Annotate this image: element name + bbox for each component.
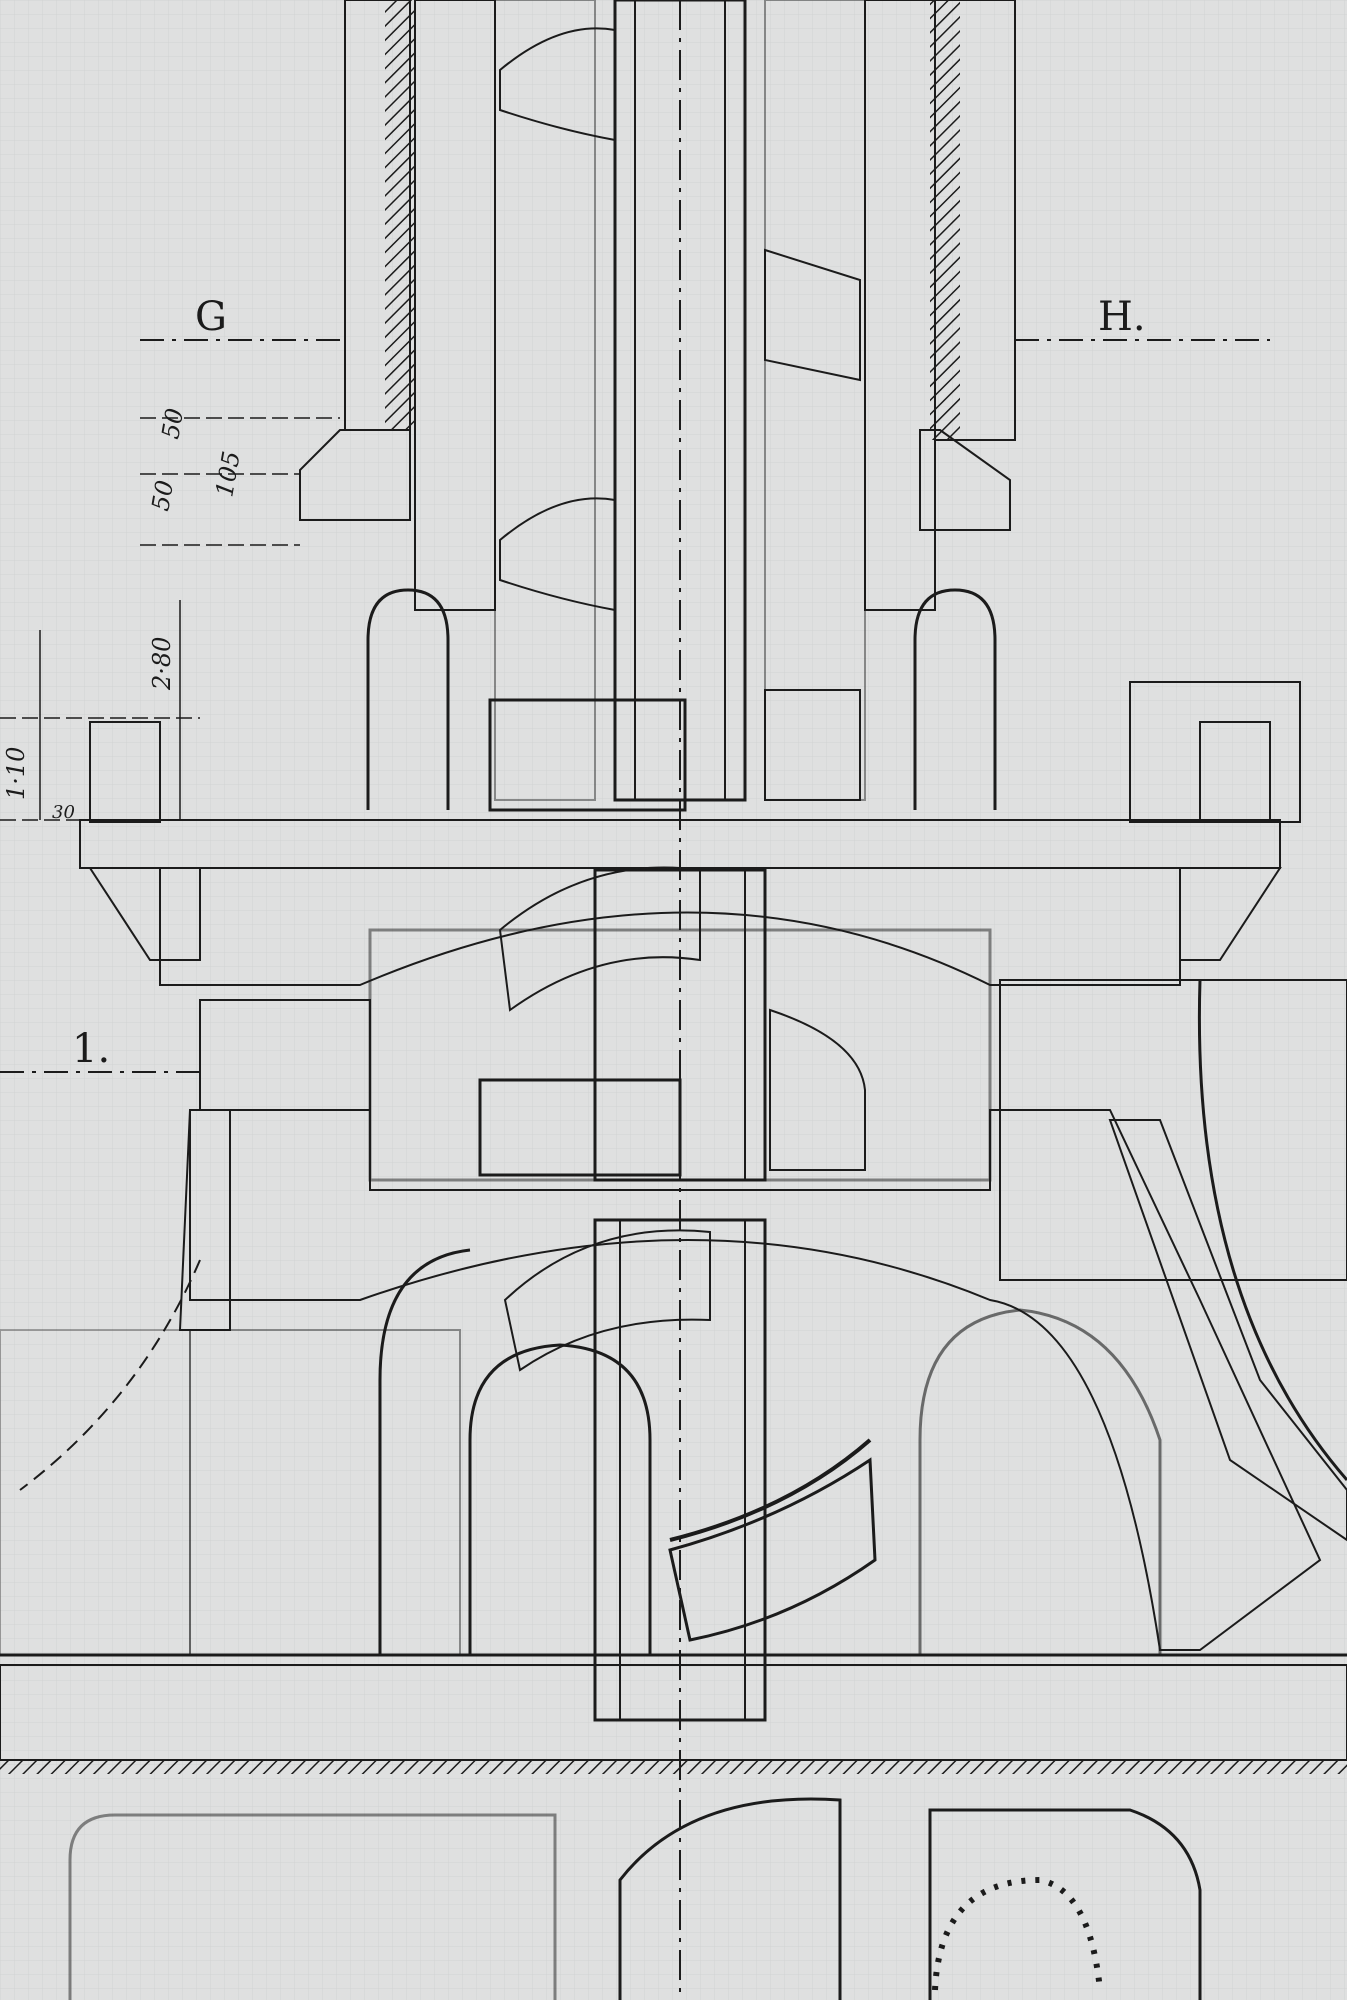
reference-lines bbox=[0, 0, 1270, 2000]
dimension-height-lower: 1·10 bbox=[2, 747, 30, 800]
spiral-stair-upper-1 bbox=[499, 27, 616, 142]
dimension-small: 30 bbox=[52, 802, 75, 823]
lower-masonry-mass bbox=[189, 1109, 1322, 1651]
lower-curved-balustrade bbox=[668, 1457, 877, 1642]
basement-arch-center bbox=[618, 1797, 842, 2000]
basement-arch-left bbox=[68, 1813, 557, 2000]
right-upper-box bbox=[1129, 681, 1301, 823]
left-arch bbox=[378, 1248, 471, 1655]
section-label-g: G bbox=[195, 294, 227, 340]
inner-arch-2 bbox=[918, 1308, 1162, 1655]
foundation-hatch-band bbox=[0, 1760, 1347, 1774]
drawing-labels: G H. 1. 50 50 105 2·80 1·10 30 bbox=[2, 294, 1146, 1072]
right-stair-run bbox=[764, 689, 861, 801]
left-hatched-wall bbox=[385, 0, 415, 430]
right-curved-wall bbox=[1197, 979, 1347, 1481]
spiral-stair-lower bbox=[503, 1229, 711, 1372]
basement-arch-right bbox=[928, 1808, 1202, 2000]
right-arched-niche bbox=[913, 588, 997, 810]
lower-handrail bbox=[669, 1438, 872, 1542]
left-stepped-profile bbox=[178, 1109, 231, 1331]
lower-chamber bbox=[0, 1218, 1347, 1722]
foundation bbox=[0, 1664, 1347, 2000]
left-corbel bbox=[88, 867, 201, 961]
left-masonry-fill bbox=[414, 0, 496, 611]
dimension-height-upper: 2·80 bbox=[148, 637, 176, 691]
dimension-d2: 50 bbox=[156, 406, 189, 441]
spiral-stair-upper-2 bbox=[499, 497, 616, 612]
left-arched-niche bbox=[366, 588, 450, 810]
upper-tower bbox=[299, 0, 1016, 812]
spiral-stair-right-1 bbox=[764, 248, 861, 382]
level-label-1: 1. bbox=[72, 1026, 110, 1072]
left-cornice bbox=[299, 429, 411, 521]
inner-arch-1 bbox=[468, 1343, 652, 1655]
inner-shaft-left bbox=[494, 0, 596, 801]
left-parapet bbox=[89, 721, 161, 823]
mid-curved-stair bbox=[769, 1008, 866, 1171]
section-label-h: H. bbox=[1098, 294, 1146, 340]
dimension-d1: 50 bbox=[146, 478, 179, 513]
spiral-stair-mid bbox=[498, 866, 701, 1012]
right-masonry-fill bbox=[864, 0, 936, 611]
right-stepped-profile bbox=[1108, 1119, 1347, 1542]
right-corbel bbox=[1179, 867, 1282, 961]
upper-balustrade bbox=[488, 698, 687, 812]
right-brick-wall bbox=[999, 979, 1347, 1281]
right-cornice bbox=[919, 429, 1011, 531]
